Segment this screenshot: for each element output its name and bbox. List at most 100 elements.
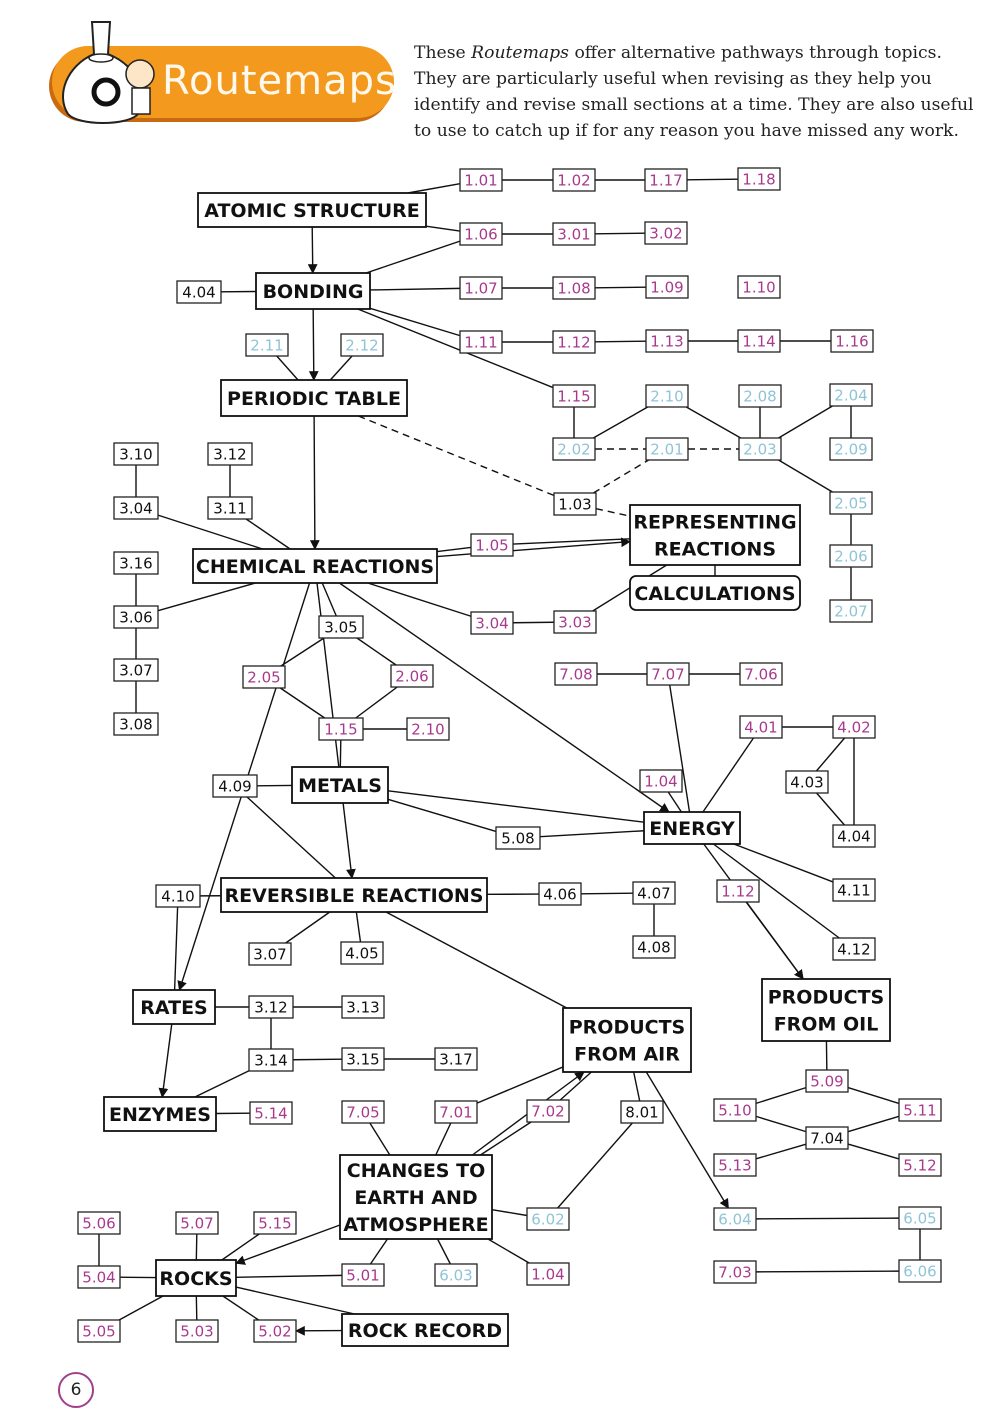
ref-box-7-05[interactable]: 7.05 bbox=[341, 1100, 385, 1124]
ref-box-2-09[interactable]: 2.09 bbox=[829, 437, 873, 461]
ref-box-1-14[interactable]: 1.14 bbox=[737, 329, 781, 353]
ref-box-3-10[interactable]: 3.10 bbox=[113, 442, 159, 466]
ref-box-5-05[interactable]: 5.05 bbox=[77, 1319, 121, 1343]
ref-box-1-07[interactable]: 1.07 bbox=[459, 276, 503, 300]
ref-box-2-05[interactable]: 2.05 bbox=[242, 665, 286, 689]
ref-box-4-04[interactable]: 4.04 bbox=[176, 280, 222, 304]
ref-box-2-06[interactable]: 2.06 bbox=[390, 664, 434, 688]
ref-box-7-04[interactable]: 7.04 bbox=[805, 1126, 849, 1150]
topic-calculations[interactable]: CALCULATIONS bbox=[629, 575, 801, 611]
ref-box-4-02[interactable]: 4.02 bbox=[832, 715, 876, 739]
ref-box-1-16[interactable]: 1.16 bbox=[830, 329, 874, 353]
topic-enzymes[interactable]: ENZYMES bbox=[103, 1096, 217, 1132]
ref-box-3-07[interactable]: 3.07 bbox=[113, 658, 159, 682]
ref-box-3-07[interactable]: 3.07 bbox=[248, 942, 292, 966]
ref-box-2-10[interactable]: 2.10 bbox=[406, 717, 450, 741]
ref-box-6-04[interactable]: 6.04 bbox=[713, 1207, 757, 1231]
ref-box-2-11[interactable]: 2.11 bbox=[245, 333, 289, 357]
topic-energy[interactable]: ENERGY bbox=[643, 811, 741, 845]
ref-box-3-02[interactable]: 3.02 bbox=[644, 221, 688, 245]
ref-box-6-05[interactable]: 6.05 bbox=[898, 1206, 942, 1230]
ref-box-2-07[interactable]: 2.07 bbox=[829, 599, 873, 623]
ref-box-3-03[interactable]: 3.03 bbox=[553, 610, 597, 634]
ref-box-3-06[interactable]: 3.06 bbox=[113, 605, 159, 629]
ref-box-7-08[interactable]: 7.08 bbox=[554, 662, 598, 686]
ref-box-4-03[interactable]: 4.03 bbox=[785, 770, 829, 794]
ref-box-2-10[interactable]: 2.10 bbox=[645, 384, 689, 408]
ref-box-2-08[interactable]: 2.08 bbox=[738, 384, 782, 408]
topic-rockrecord[interactable]: ROCK RECORD bbox=[341, 1313, 509, 1347]
topic-bonding[interactable]: BONDING bbox=[255, 272, 371, 310]
ref-box-4-09[interactable]: 4.09 bbox=[212, 774, 258, 798]
ref-box-2-12[interactable]: 2.12 bbox=[340, 333, 384, 357]
ref-box-1-02[interactable]: 1.02 bbox=[552, 168, 596, 192]
ref-box-1-11[interactable]: 1.11 bbox=[459, 330, 503, 354]
ref-box-7-06[interactable]: 7.06 bbox=[739, 662, 783, 686]
ref-box-4-11[interactable]: 4.11 bbox=[832, 878, 876, 902]
ref-box-2-06[interactable]: 2.06 bbox=[829, 544, 873, 568]
ref-box-1-15[interactable]: 1.15 bbox=[552, 384, 596, 408]
ref-box-3-05[interactable]: 3.05 bbox=[318, 615, 364, 639]
ref-box-7-03[interactable]: 7.03 bbox=[713, 1260, 757, 1284]
ref-box-2-03[interactable]: 2.03 bbox=[738, 437, 782, 461]
ref-box-5-11[interactable]: 5.11 bbox=[898, 1098, 942, 1122]
ref-box-1-12[interactable]: 1.12 bbox=[716, 879, 760, 903]
ref-box-5-12[interactable]: 5.12 bbox=[898, 1153, 942, 1177]
ref-box-4-07[interactable]: 4.07 bbox=[632, 881, 676, 905]
ref-box-1-08[interactable]: 1.08 bbox=[552, 276, 596, 300]
ref-box-3-08[interactable]: 3.08 bbox=[113, 712, 159, 736]
ref-box-5-15[interactable]: 5.15 bbox=[253, 1211, 297, 1235]
ref-box-1-15[interactable]: 1.15 bbox=[318, 717, 364, 741]
ref-box-5-13[interactable]: 5.13 bbox=[713, 1153, 757, 1177]
ref-box-7-01[interactable]: 7.01 bbox=[434, 1100, 478, 1124]
ref-box-4-04[interactable]: 4.04 bbox=[832, 824, 876, 848]
ref-box-4-06[interactable]: 4.06 bbox=[538, 882, 582, 906]
topic-metals[interactable]: METALS bbox=[291, 766, 389, 804]
ref-box-3-14[interactable]: 3.14 bbox=[248, 1048, 294, 1072]
topic-rocks[interactable]: ROCKS bbox=[155, 1259, 237, 1297]
topic-atomic[interactable]: ATOMIC STRUCTURE bbox=[197, 192, 427, 228]
ref-box-4-01[interactable]: 4.01 bbox=[739, 715, 783, 739]
ref-box-1-06[interactable]: 1.06 bbox=[459, 222, 503, 246]
ref-box-1-18[interactable]: 1.18 bbox=[737, 167, 781, 191]
ref-box-3-17[interactable]: 3.17 bbox=[434, 1047, 478, 1071]
ref-box-3-16[interactable]: 3.16 bbox=[113, 551, 159, 575]
ref-box-5-04[interactable]: 5.04 bbox=[77, 1265, 121, 1289]
topic-reversible[interactable]: REVERSIBLE REACTIONS bbox=[220, 877, 488, 913]
ref-box-5-07[interactable]: 5.07 bbox=[175, 1211, 219, 1235]
ref-box-4-08[interactable]: 4.08 bbox=[632, 935, 676, 959]
ref-box-3-04[interactable]: 3.04 bbox=[113, 496, 159, 520]
ref-box-1-13[interactable]: 1.13 bbox=[645, 329, 689, 353]
ref-box-1-01[interactable]: 1.01 bbox=[459, 168, 503, 192]
ref-box-6-03[interactable]: 6.03 bbox=[434, 1263, 478, 1287]
ref-box-1-03[interactable]: 1.03 bbox=[553, 492, 597, 516]
ref-box-2-04[interactable]: 2.04 bbox=[829, 383, 873, 407]
ref-box-3-12[interactable]: 3.12 bbox=[207, 442, 253, 466]
ref-box-5-06[interactable]: 5.06 bbox=[77, 1211, 121, 1235]
ref-box-2-05[interactable]: 2.05 bbox=[829, 491, 873, 515]
ref-box-4-12[interactable]: 4.12 bbox=[832, 937, 876, 961]
ref-box-5-09[interactable]: 5.09 bbox=[805, 1069, 849, 1093]
ref-box-1-05[interactable]: 1.05 bbox=[470, 533, 514, 557]
ref-box-4-10[interactable]: 4.10 bbox=[155, 884, 201, 908]
ref-box-3-11[interactable]: 3.11 bbox=[207, 496, 253, 520]
ref-box-3-12[interactable]: 3.12 bbox=[248, 995, 294, 1019]
ref-box-5-01[interactable]: 5.01 bbox=[341, 1263, 385, 1287]
ref-box-5-02[interactable]: 5.02 bbox=[253, 1319, 297, 1343]
ref-box-5-10[interactable]: 5.10 bbox=[713, 1098, 757, 1122]
ref-box-3-01[interactable]: 3.01 bbox=[552, 222, 596, 246]
ref-box-1-04[interactable]: 1.04 bbox=[639, 769, 683, 793]
ref-box-1-10[interactable]: 1.10 bbox=[737, 275, 781, 299]
ref-box-7-02[interactable]: 7.02 bbox=[526, 1099, 570, 1123]
ref-box-5-03[interactable]: 5.03 bbox=[175, 1319, 219, 1343]
topic-periodic[interactable]: PERIODIC TABLE bbox=[220, 379, 408, 417]
ref-box-1-17[interactable]: 1.17 bbox=[644, 168, 688, 192]
ref-box-1-09[interactable]: 1.09 bbox=[645, 275, 689, 299]
ref-box-4-05[interactable]: 4.05 bbox=[340, 941, 384, 965]
topic-chemical[interactable]: CHEMICAL REACTIONS bbox=[192, 548, 438, 584]
ref-box-8-01[interactable]: 8.01 bbox=[620, 1100, 664, 1124]
